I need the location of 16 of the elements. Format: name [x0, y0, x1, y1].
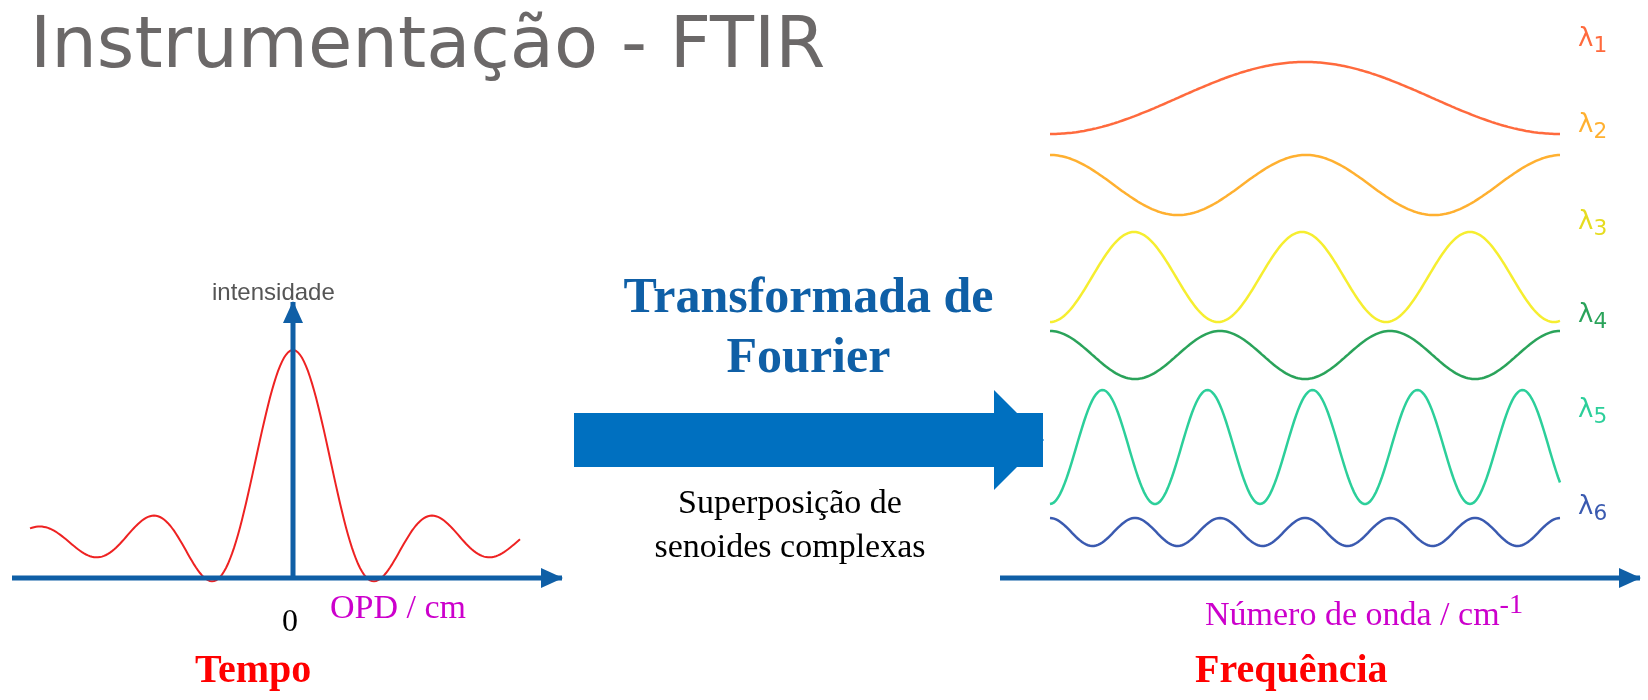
- panel-label: Tempo: [195, 645, 312, 692]
- axis-label: intensidade: [212, 278, 335, 306]
- annotation-text: Superposição de senoides complexas: [653, 482, 927, 566]
- wave-label: λ$_{4}$: [1578, 298, 1608, 334]
- axis-label: Número de onda / cm$^{-1}$: [1205, 588, 1524, 634]
- axis-label: OPD / cm: [330, 588, 466, 626]
- wave-label: λ$_{1}$: [1578, 22, 1608, 58]
- slide-title: Instrumentação - FTIR: [30, 0, 826, 84]
- edge-label: Transformada de Fourier: [622, 266, 995, 385]
- block-arrow: [574, 390, 1044, 490]
- wave-label: λ$_{5}$: [1578, 393, 1608, 429]
- wave-label: λ$_{3}$: [1578, 205, 1608, 241]
- axis-tick-label: 0: [282, 602, 298, 639]
- wave-label: λ$_{2}$: [1578, 108, 1608, 144]
- wave-label: λ$_{6}$: [1578, 490, 1608, 526]
- panel-label: Frequência: [1195, 645, 1388, 692]
